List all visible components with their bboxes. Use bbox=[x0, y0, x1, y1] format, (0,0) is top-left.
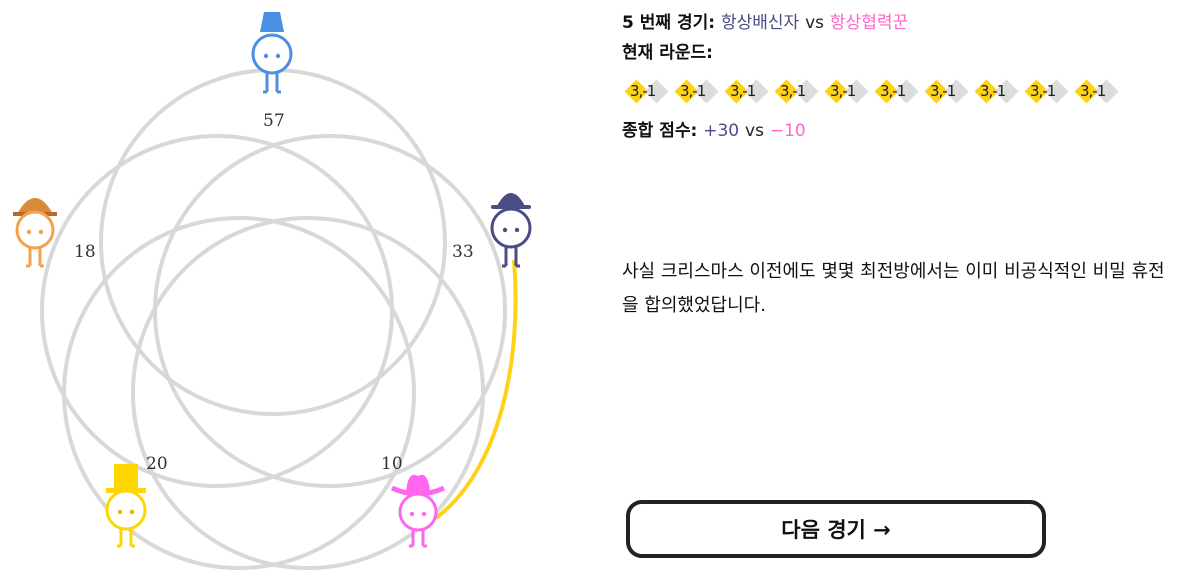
round-score: 3,-1 bbox=[930, 82, 956, 100]
player2-name: 항상협력꾼 bbox=[829, 13, 909, 33]
active-match-line bbox=[434, 259, 518, 520]
connection-arc-yellow bbox=[62, 216, 416, 570]
round-score: 3,-1 bbox=[880, 82, 906, 100]
round-score: 3,-1 bbox=[830, 82, 856, 100]
round-chip: 3,-1 bbox=[874, 77, 922, 107]
character-head bbox=[490, 207, 532, 249]
match-prefix: 5 번째 경기: bbox=[622, 13, 716, 33]
round-chip: 3,-1 bbox=[724, 77, 772, 107]
player-blue[interactable] bbox=[251, 12, 293, 94]
fez-hat-icon bbox=[260, 12, 284, 32]
round-chip: 3,-1 bbox=[1024, 77, 1072, 107]
top-hat-icon bbox=[114, 464, 138, 490]
score-orange: 18 bbox=[74, 242, 96, 262]
round-chip: 3,-1 bbox=[1074, 77, 1122, 107]
total-score-player2: −10 bbox=[769, 121, 806, 141]
narration-text: 사실 크리스마스 이전에도 몇몇 최전방에서는 이미 비공식적인 비밀 휴전을 … bbox=[622, 261, 1165, 316]
round-chip: 3,-1 bbox=[824, 77, 872, 107]
detective-hat-icon bbox=[17, 198, 53, 214]
next-match-button[interactable]: 다음 경기 → bbox=[626, 500, 1046, 558]
tournament-network: 57 33 10 20 18 bbox=[13, 12, 532, 570]
round-score: 3,-1 bbox=[730, 82, 756, 100]
score-navy: 33 bbox=[452, 242, 474, 262]
bowler-hat-icon bbox=[497, 193, 525, 206]
total-score: 종합 점수: +30 vs −10 bbox=[622, 116, 1172, 146]
score-pink: 10 bbox=[381, 454, 403, 474]
player-orange[interactable] bbox=[13, 198, 57, 268]
round-score: 3,-1 bbox=[1030, 82, 1056, 100]
cowboy-hat-icon bbox=[406, 474, 430, 492]
round-chip: 3,-1 bbox=[974, 77, 1022, 107]
score-blue: 57 bbox=[263, 111, 285, 131]
player-pink[interactable] bbox=[390, 474, 446, 548]
total-vs: vs bbox=[745, 121, 764, 141]
character-head bbox=[15, 210, 55, 250]
round-score: 3,-1 bbox=[630, 82, 656, 100]
character-head bbox=[105, 489, 147, 531]
match-title: 5 번째 경기: 항상배신자 vs 항상협력꾼 bbox=[622, 8, 1172, 38]
connection-lines bbox=[40, 68, 507, 570]
character-head bbox=[251, 33, 293, 75]
player-yellow[interactable] bbox=[105, 464, 147, 548]
total-label: 종합 점수: bbox=[622, 121, 698, 141]
round-chip: 3,-1 bbox=[774, 77, 822, 107]
player1-name: 항상배신자 bbox=[720, 13, 800, 33]
round-chip: 3,-1 bbox=[624, 77, 672, 107]
match-vs: vs bbox=[805, 13, 824, 33]
round-score: 3,-1 bbox=[680, 82, 706, 100]
round-score: 3,-1 bbox=[980, 82, 1006, 100]
round-score: 3,-1 bbox=[780, 82, 806, 100]
total-score-player1: +30 bbox=[703, 121, 740, 141]
connection-arc-pink bbox=[131, 216, 485, 570]
character-head bbox=[398, 492, 438, 532]
round-results: 3,-1 3,-1 3,-1 3,-1 3,-1 3,-1 3,-1 3,-1 3,-1 3,-1 bbox=[624, 74, 1172, 110]
round-chip: 3,-1 bbox=[674, 77, 722, 107]
connection-arc-orange bbox=[40, 134, 394, 488]
score-yellow: 20 bbox=[146, 454, 168, 474]
round-label: 현재 라운드: bbox=[622, 43, 713, 63]
player-navy[interactable] bbox=[490, 193, 532, 268]
round-score: 3,-1 bbox=[1080, 82, 1106, 100]
round-chip: 3,-1 bbox=[924, 77, 972, 107]
connection-arc-navy bbox=[153, 134, 507, 488]
